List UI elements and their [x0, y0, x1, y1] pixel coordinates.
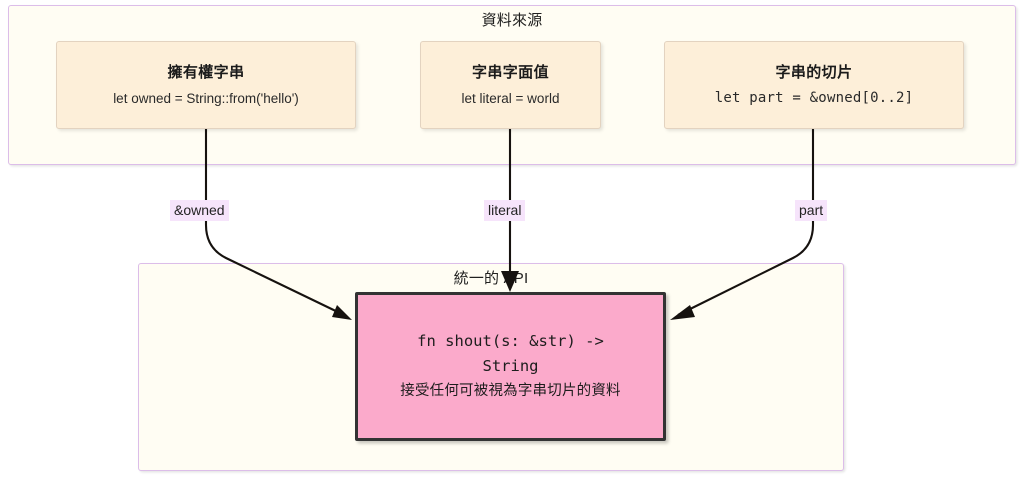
node-string-literal[interactable]: 字串字面值 let literal = world — [420, 41, 601, 129]
node-shout-api[interactable]: fn shout(s: &str) -> String 接受任何可被視為字串切片… — [355, 292, 666, 441]
node-owned-string-code: let owned = String::from('hello') — [113, 90, 299, 106]
edge-label-literal: literal — [484, 200, 526, 221]
node-string-slice[interactable]: 字串的切片 let part = &owned[0..2] — [664, 41, 964, 129]
node-string-literal-code: let literal = world — [461, 90, 560, 106]
subgraph-api-title: 統一的 API — [453, 270, 529, 287]
node-owned-string[interactable]: 擁有權字串 let owned = String::from('hello') — [56, 41, 356, 129]
subgraph-sources-title: 資料來源 — [481, 12, 543, 29]
node-string-slice-code: let part = &owned[0..2] — [714, 89, 914, 106]
node-shout-api-signature: fn shout(s: &str) -> String — [417, 332, 604, 375]
edge-label-owned: &owned — [170, 200, 229, 221]
node-string-slice-title: 字串的切片 — [775, 63, 853, 81]
node-shout-api-description: 接受任何可被視為字串切片的資料 — [400, 383, 621, 399]
node-owned-string-title: 擁有權字串 — [167, 63, 245, 81]
node-string-literal-title: 字串字面值 — [471, 63, 549, 81]
edge-label-part: part — [795, 200, 828, 221]
